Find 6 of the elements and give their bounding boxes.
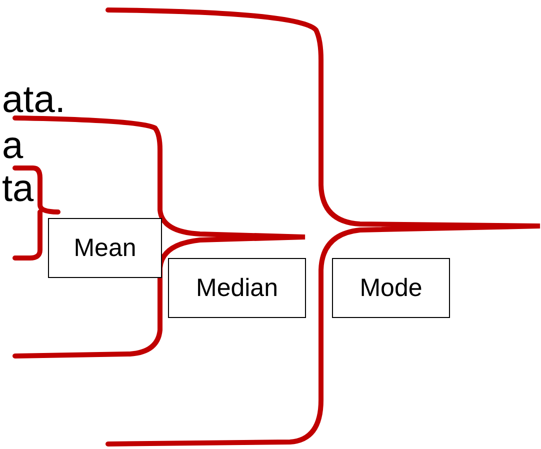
- text-box: Median: [168, 258, 306, 318]
- text-box: Mode: [332, 258, 450, 318]
- text-box: Mean: [48, 218, 162, 278]
- text-fragment: a: [2, 127, 24, 165]
- text-fragment: ta: [2, 170, 34, 208]
- text-fragment: ata.: [2, 81, 66, 119]
